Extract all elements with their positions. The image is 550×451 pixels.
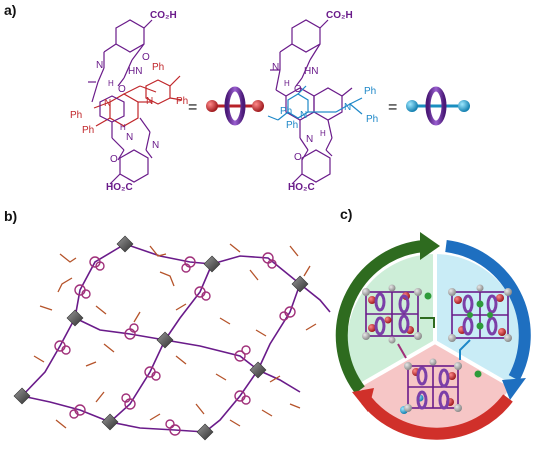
right-n-bottom: N <box>306 134 313 145</box>
right-cooh-label: CO₂H <box>326 10 353 21</box>
red-cycle-arrow <box>361 394 513 440</box>
mof-cage-green <box>362 284 422 344</box>
left-ph-3: Ph <box>152 62 164 73</box>
rotaxane-symbol-red <box>206 86 264 126</box>
left-pyridine-n: N <box>104 98 111 109</box>
crystal-network <box>13 235 331 441</box>
panel-label-c: c) <box>340 206 353 222</box>
blue-arrowhead <box>502 378 526 400</box>
right-hn-right: HN <box>304 66 318 77</box>
red-arrowhead <box>352 388 374 412</box>
right-equals: = <box>388 99 397 116</box>
panel-label-a: a) <box>4 2 17 18</box>
right-o-bottom: O <box>294 152 302 163</box>
molecule-right-labels: CO₂H HO₂C N H O HN N N N H O Ph Ph Ph Ph… <box>272 10 397 193</box>
right-h-bottom: H <box>320 129 326 138</box>
network-ring-clusters <box>54 252 296 436</box>
left-nh-top-h: H <box>108 79 114 88</box>
left-o-top: O <box>118 84 126 95</box>
mof-cage-pink <box>400 358 462 414</box>
left-hn-right: HN <box>128 66 142 77</box>
left-ph-4: Ph <box>176 96 188 107</box>
left-ph-2: Ph <box>82 125 94 136</box>
left-h-bottom: H <box>120 123 126 132</box>
network-linkers <box>21 243 331 433</box>
left-n-bottom: N <box>126 132 133 143</box>
panel-label-b: b) <box>4 208 18 224</box>
molecule-right <box>267 19 363 185</box>
left-nh-top-n: N <box>96 60 103 71</box>
left-o-right: O <box>142 52 150 63</box>
molecule-left-labels: CO₂H HO₂C N H O HN O N N N H O N Ph Ph P… <box>70 10 197 193</box>
right-ph-4: Ph <box>366 114 378 125</box>
right-hooc-label: HO₂C <box>288 182 315 193</box>
right-n-right: N <box>344 102 351 113</box>
green-cycle-arrow <box>335 240 425 394</box>
molecule-left <box>88 19 183 185</box>
right-nh-top-n: N <box>272 62 279 73</box>
left-o-bottom: O <box>110 154 118 165</box>
right-ph-2: Ph <box>286 120 298 131</box>
guest-molecules <box>397 292 482 378</box>
right-n-left: N <box>300 110 307 121</box>
network-side-arms <box>33 243 317 429</box>
sector-pink <box>359 342 511 430</box>
right-o-top: O <box>294 84 302 95</box>
right-ph-1: Ph <box>280 106 292 117</box>
left-hooc-label: HO₂C <box>106 182 133 193</box>
left-equals: = <box>188 99 197 116</box>
right-ph-3: Ph <box>364 86 376 97</box>
left-ph-1: Ph <box>70 110 82 121</box>
left-n-lower-right: N <box>152 140 159 151</box>
green-arrowhead <box>420 232 440 260</box>
mof-cage-blue <box>448 284 512 342</box>
left-cooh-label: CO₂H <box>150 10 177 21</box>
left-n-right: N <box>146 96 153 107</box>
blue-cycle-arrow <box>445 240 531 381</box>
right-nh-top-h: H <box>284 79 290 88</box>
rotaxane-symbol-cyan <box>406 86 470 126</box>
network-nodes <box>13 235 309 441</box>
cycle-diagram <box>335 232 531 440</box>
